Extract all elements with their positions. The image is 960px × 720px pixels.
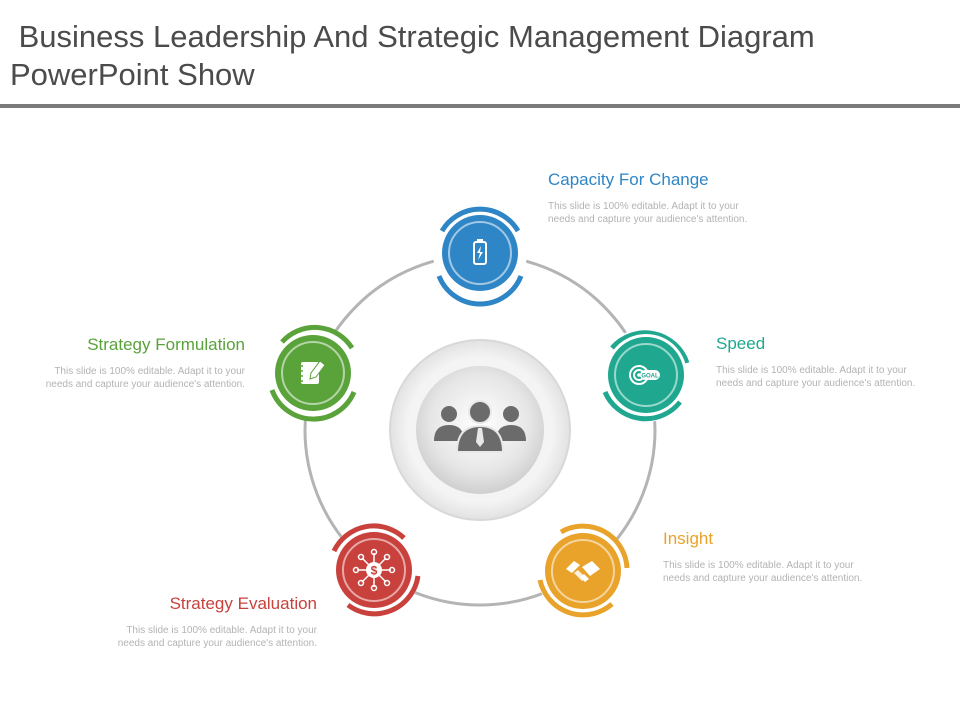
center-hub [389, 339, 571, 521]
label-speed: Speed This slide is 100% editable. Adapt… [716, 334, 916, 390]
label-title: Capacity For Change [548, 170, 709, 189]
node-strategy-formulation[interactable] [266, 324, 360, 422]
business-team-icon [434, 400, 526, 453]
label-insight: Insight This slide is 100% editable. Ada… [663, 529, 863, 585]
label-title: Strategy Evaluation [169, 594, 317, 613]
label-strategy-formulation: Strategy Formulation This slide is 100% … [45, 335, 245, 391]
node-insight[interactable] [536, 523, 630, 618]
title-underline [0, 104, 960, 108]
dollar-network-icon: $ [352, 548, 396, 592]
label-capacity-for-change: Capacity For Change This slide is 100% e… [548, 170, 748, 226]
notepad-pen-icon [299, 360, 326, 384]
battery-icon [473, 239, 487, 265]
slide-title: Business Leadership And Strategic Manage… [10, 19, 824, 92]
svg-text:$: $ [371, 564, 378, 578]
label-title: Strategy Formulation [87, 335, 245, 354]
label-body: This slide is 100% editable. Adapt it to… [117, 625, 317, 649]
label-body: This slide is 100% editable. Adapt it to… [45, 366, 245, 390]
node-speed[interactable]: GOAL [599, 328, 693, 422]
label-title: Speed [716, 334, 766, 353]
label-body: This slide is 100% editable. Adapt it to… [663, 560, 863, 584]
goal-icon-label: GOAL [641, 374, 659, 380]
node-strategy-evaluation[interactable]: $ [327, 523, 421, 617]
label-strategy-evaluation: Strategy Evaluation This slide is 100% e… [117, 594, 317, 650]
node-capacity-for-change[interactable] [433, 206, 527, 307]
goal-target-icon: GOAL [629, 365, 660, 385]
handshake-icon [566, 561, 600, 582]
label-body: This slide is 100% editable. Adapt it to… [548, 201, 748, 225]
label-body: This slide is 100% editable. Adapt it to… [716, 365, 916, 389]
label-title: Insight [663, 529, 714, 548]
